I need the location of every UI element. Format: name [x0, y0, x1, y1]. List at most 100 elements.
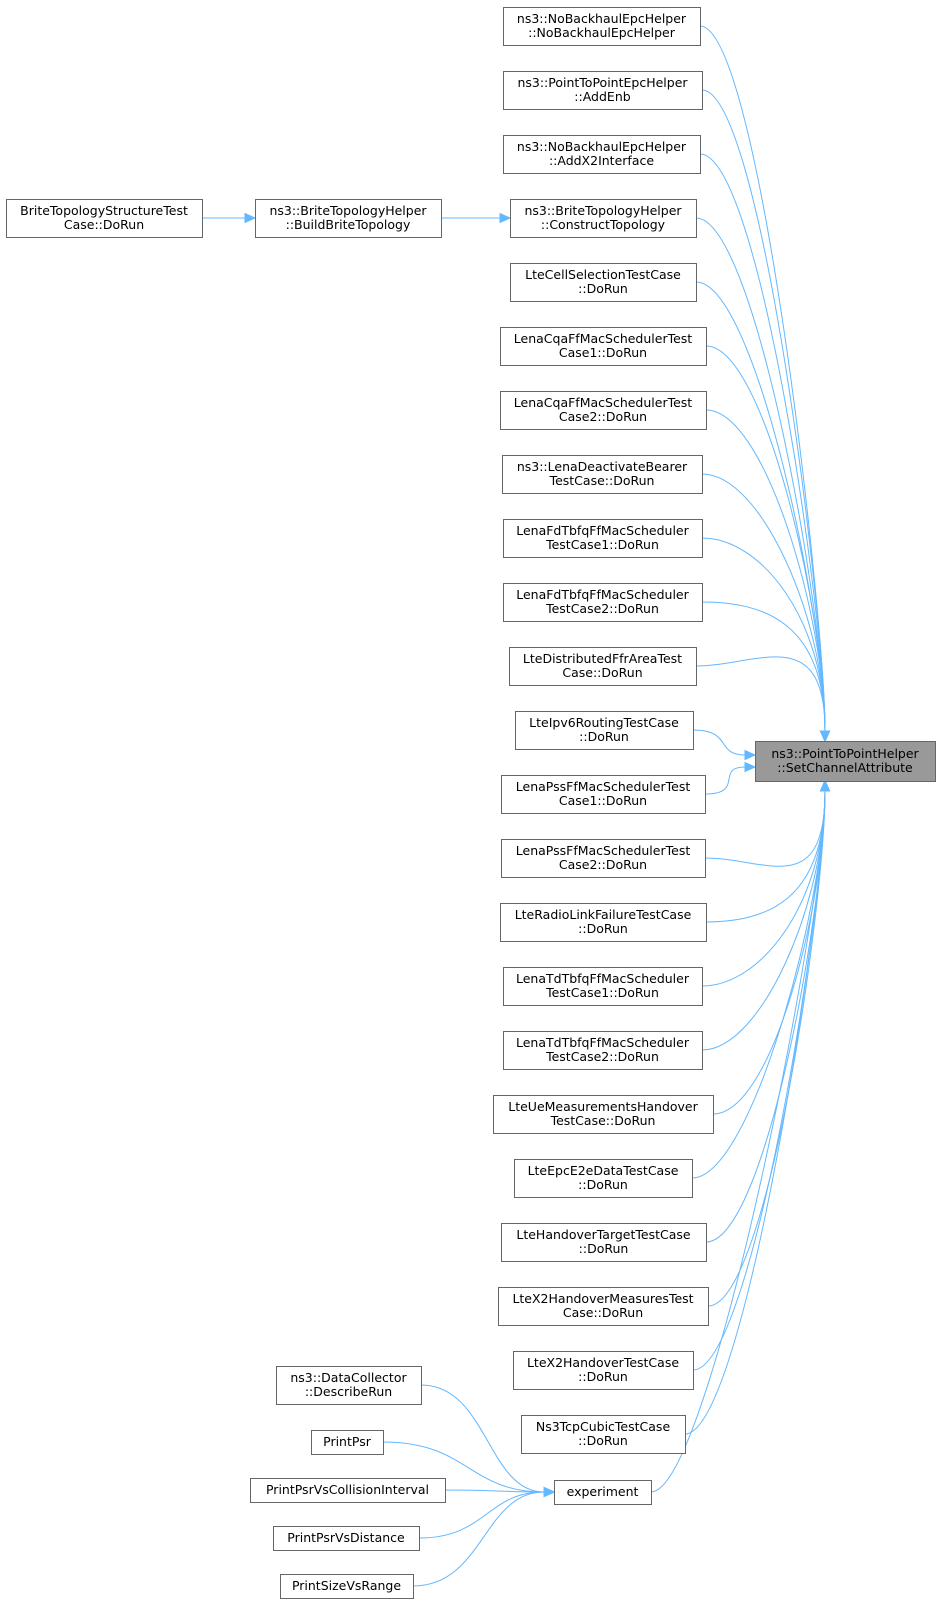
node-ns3-datacollector-describerun[interactable]: ns3::DataCollector::DescribeRun [276, 1366, 422, 1405]
node-label-line: TestCase::DoRun [550, 1113, 656, 1128]
node-label-line: ::DoRun [579, 1241, 629, 1256]
node-box [500, 327, 707, 366]
node-box [498, 1287, 709, 1326]
node-printsizevsrange[interactable]: PrintSizeVsRange [280, 1574, 414, 1599]
edge-line [704, 766, 746, 795]
node-label-line: LenaPssFfMacSchedulerTest [516, 843, 691, 858]
node-box [500, 391, 707, 430]
node-box [255, 199, 442, 238]
node-ns3tcpcubictestcase-dorun[interactable]: Ns3TcpCubicTestCase::DoRun [521, 1415, 686, 1454]
edge-n11-to-target [695, 656, 831, 743]
node-ns3-britetopologyhelper-buildbritetopology[interactable]: ns3::BriteTopologyHelper::BuildBriteTopo… [255, 199, 442, 238]
node-label-line: LenaTdTbfqFfMacScheduler [516, 971, 690, 986]
node-experiment[interactable]: experiment [554, 1480, 652, 1505]
node-ns3-pointtopointhelper-setchannelattribute[interactable]: ns3::PointToPointHelper::SetChannelAttri… [755, 741, 936, 782]
node-ltehandovertargettestcase-dorun[interactable]: LteHandoverTargetTestCase::DoRun [501, 1223, 707, 1262]
node-printpsrvsdistance[interactable]: PrintPsrVsDistance [273, 1526, 420, 1551]
edge-arrowhead [819, 779, 831, 792]
node-box [515, 711, 694, 750]
node-label-line: ns3::NoBackhaulEpcHelper [517, 139, 687, 154]
node-ns3-britetopologyhelper-constructtopology[interactable]: ns3::BriteTopologyHelper::ConstructTopol… [510, 199, 697, 238]
node-label-line: ::DoRun [578, 1369, 628, 1384]
node-lteipv6routingtestcase-dorun[interactable]: LteIpv6RoutingTestCase::DoRun [515, 711, 694, 750]
edge-n18-to-target [712, 779, 831, 1115]
node-box [503, 135, 701, 174]
node-label-line: LenaTdTbfqFfMacScheduler [516, 1035, 690, 1050]
node-label-line: Case2::DoRun [559, 857, 647, 872]
node-label-line: ::AddX2Interface [549, 153, 654, 168]
edge-n20-to-target [705, 779, 831, 1243]
edge-n14-to-target [704, 779, 831, 867]
edge-n12-to-target [692, 729, 757, 761]
node-label-line: LteIpv6RoutingTestCase [529, 715, 679, 730]
edge-line [650, 790, 826, 1493]
edge-arrowhead [244, 212, 257, 224]
node-label-line: Case1::DoRun [559, 345, 647, 360]
node-box [503, 967, 703, 1006]
node-label-line: ns3::DataCollector [290, 1370, 407, 1385]
node-printpsr[interactable]: PrintPsr [311, 1430, 384, 1455]
node-label-line: ns3::BriteTopologyHelper [524, 203, 682, 218]
node-ns3-nobackhaulepchelper-nobackhaulepchelper[interactable]: ns3::NoBackhaulEpcHelper::NoBackhaulEpcH… [503, 7, 701, 46]
node-label-line: LteRadioLinkFailureTestCase [515, 907, 692, 922]
node-box [280, 1574, 414, 1599]
node-label-line: PrintPsrVsCollisionInterval [266, 1482, 429, 1497]
node-box [514, 1159, 693, 1198]
node-ltecellselectiontestcase-dorun[interactable]: LteCellSelectionTestCase::DoRun [510, 263, 697, 302]
node-label-line: Case::DoRun [563, 1305, 643, 1320]
node-label-line: experiment [567, 1484, 639, 1499]
node-box [493, 1095, 714, 1134]
node-label-line: ::BuildBriteTopology [286, 217, 411, 232]
node-box [502, 455, 703, 494]
node-label-line: TestCase2::DoRun [545, 601, 659, 616]
node-label-line: PrintPsr [323, 1434, 372, 1449]
node-box [521, 1415, 686, 1454]
node-label-line: LteHandoverTargetTestCase [516, 1227, 691, 1242]
edge-arrowhead [819, 730, 831, 743]
node-ltex2handovertestcase-dorun[interactable]: LteX2HandoverTestCase::DoRun [513, 1351, 694, 1390]
node-lteepce2edatatestcase-dorun[interactable]: LteEpcE2eDataTestCase::DoRun [514, 1159, 693, 1198]
node-box [510, 263, 697, 302]
node-ns3-nobackhaulepchelper-addx2interface[interactable]: ns3::NoBackhaulEpcHelper::AddX2Interface [503, 135, 701, 174]
edge-psr-to-experiment [412, 1486, 556, 1587]
node-label-line: ns3::PointToPointHelper [771, 746, 919, 761]
node-label-line: LenaFdTbfqFfMacScheduler [516, 587, 689, 602]
node-label-line: ::AddEnb [574, 89, 630, 104]
edge-n15-to-target [705, 779, 831, 923]
edge-line [444, 1489, 545, 1493]
node-label-line: Case2::DoRun [559, 409, 647, 424]
node-lteradiolinkfailuretestcase-dorun[interactable]: LteRadioLinkFailureTestCase::DoRun [500, 903, 707, 942]
node-ns3-pointtopointepchelper-addenb[interactable]: ns3::PointToPointEpcHelper::AddEnb [503, 71, 703, 110]
node-printpsrvscollisioninterval[interactable]: PrintPsrVsCollisionInterval [250, 1478, 446, 1503]
node-label-line: PrintSizeVsRange [292, 1578, 401, 1593]
node-label-line: ::DoRun [578, 1177, 628, 1192]
node-box [503, 583, 703, 622]
node-label-line: ::DoRun [578, 1433, 628, 1448]
node-box [509, 647, 697, 686]
node-box [513, 1351, 694, 1390]
node-label-line: ::DoRun [579, 729, 629, 744]
edge-line [412, 1491, 545, 1587]
edge-line [692, 729, 746, 756]
node-label-line: Case1::DoRun [559, 793, 647, 808]
edge-line [418, 1491, 545, 1539]
edge-line [701, 537, 826, 732]
node-label-line: ns3::PointToPointEpcHelper [517, 75, 688, 90]
node-label-line: ns3::NoBackhaulEpcHelper [517, 11, 687, 26]
node-label-line: Case::DoRun [64, 217, 144, 232]
edge-line [382, 1441, 545, 1493]
